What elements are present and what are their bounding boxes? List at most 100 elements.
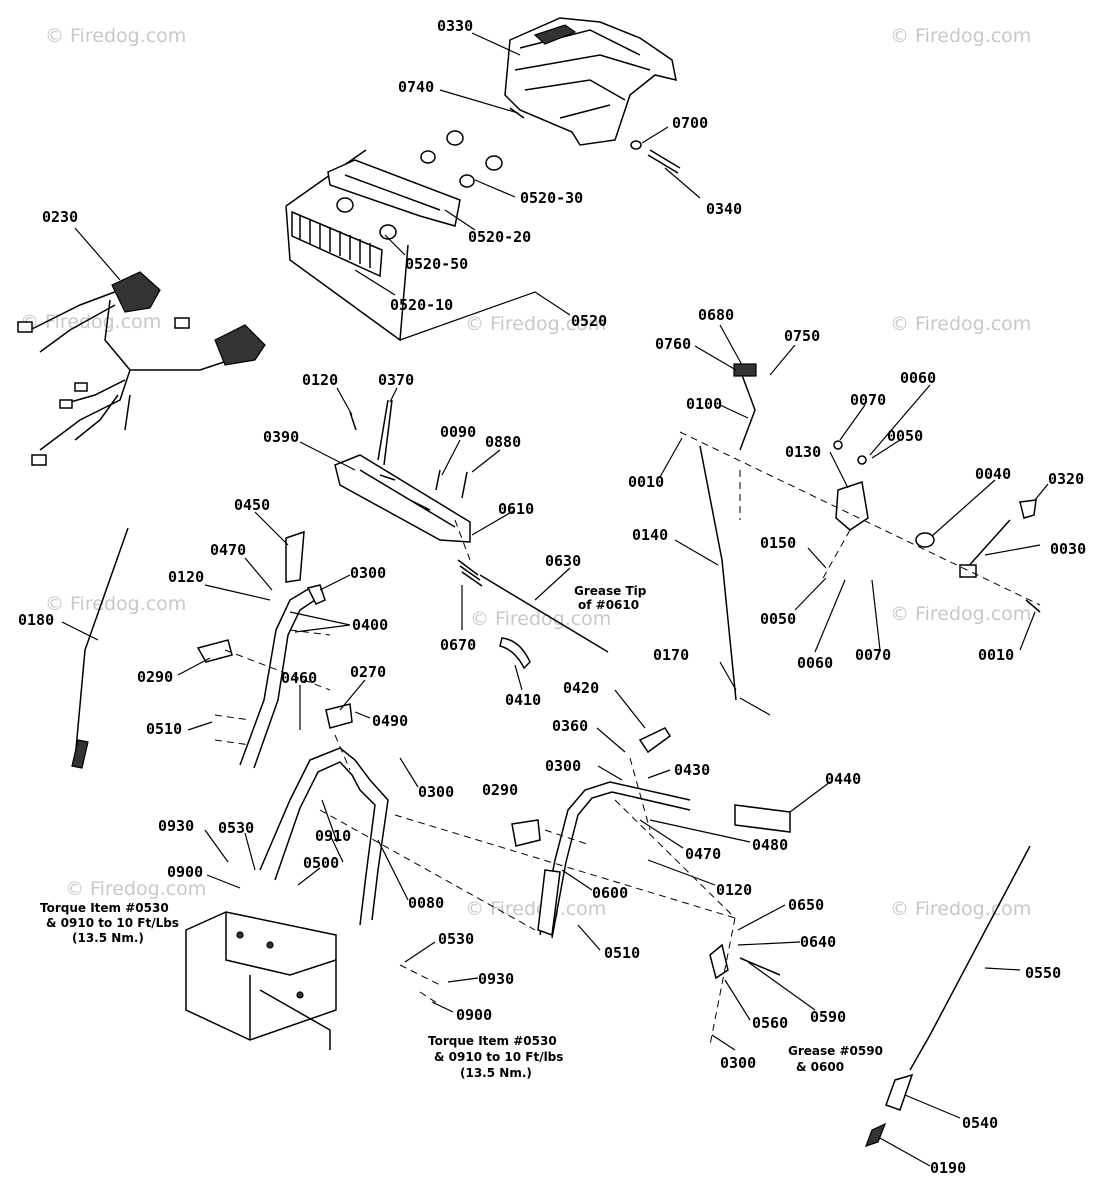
part-label: 0170 bbox=[653, 646, 689, 664]
part-label: 0320 bbox=[1048, 470, 1084, 488]
watermark: © Firedog.com bbox=[890, 313, 1031, 335]
watermark: © Firedog.com bbox=[65, 878, 206, 900]
watermark: © Firedog.com bbox=[890, 603, 1031, 625]
part-label: 0900 bbox=[456, 1006, 492, 1024]
part-label: 0930 bbox=[478, 970, 514, 988]
watermark: © Firedog.com bbox=[45, 25, 186, 47]
part-label: 0090 bbox=[440, 423, 476, 441]
torque-note-bottom: Torque Item #0530 bbox=[428, 1034, 557, 1048]
part-label: 0120 bbox=[716, 881, 752, 899]
part-label: 0050 bbox=[887, 427, 923, 445]
part-label: 0300 bbox=[720, 1054, 756, 1072]
part-label: 0470 bbox=[210, 541, 246, 559]
watermarks: © Firedog.com © Firedog.com © Firedog.co… bbox=[20, 25, 1031, 920]
torque-note-left: Torque Item #0530 bbox=[40, 901, 169, 915]
part-label: 0760 bbox=[655, 335, 691, 353]
part-label: 0510 bbox=[146, 720, 182, 738]
part-label: 0300 bbox=[418, 783, 454, 801]
part-label: 0900 bbox=[167, 863, 203, 881]
grease-note-0590: & 0600 bbox=[796, 1060, 844, 1074]
part-label: 0080 bbox=[408, 894, 444, 912]
watermark: © Firedog.com bbox=[890, 898, 1031, 920]
watermark: © Firedog.com bbox=[890, 25, 1031, 47]
part-label: 0540 bbox=[962, 1114, 998, 1132]
part-label: 0650 bbox=[788, 896, 824, 914]
part-label: 0880 bbox=[485, 433, 521, 451]
torque-note-left: (13.5 Nm.) bbox=[72, 931, 144, 945]
assembly-lines bbox=[214, 431, 1041, 1046]
part-label: 0440 bbox=[825, 770, 861, 788]
part-label: 0500 bbox=[303, 854, 339, 872]
watermark: © Firedog.com bbox=[470, 608, 611, 630]
watermark: © Firedog.com bbox=[20, 311, 161, 333]
part-label: 0290 bbox=[482, 781, 518, 799]
watermark: © Firedog.com bbox=[465, 313, 606, 335]
part-label: 0140 bbox=[632, 526, 668, 544]
part-label: 0450 bbox=[234, 496, 270, 514]
part-label: 0330 bbox=[437, 17, 473, 35]
part-label: 0100 bbox=[686, 395, 722, 413]
part-label: 0410 bbox=[505, 691, 541, 709]
part-label: 0400 bbox=[352, 616, 388, 634]
part-label: 0530 bbox=[218, 819, 254, 837]
part-label: 0030 bbox=[1050, 540, 1086, 558]
part-label: 0060 bbox=[900, 369, 936, 387]
part-label: 0130 bbox=[785, 443, 821, 461]
part-label: 0740 bbox=[398, 78, 434, 96]
part-label: 0590 bbox=[810, 1008, 846, 1026]
part-label: 0050 bbox=[760, 610, 796, 628]
part-label: 0520-10 bbox=[390, 296, 453, 314]
torque-note-left: & 0910 to 10 Ft/Lbs bbox=[46, 916, 179, 930]
part-label: 0530 bbox=[438, 930, 474, 948]
part-label: 0630 bbox=[545, 552, 581, 570]
part-label: 0190 bbox=[930, 1159, 966, 1177]
part-label: 0480 bbox=[752, 836, 788, 854]
part-label: 0640 bbox=[800, 933, 836, 951]
part-label: 0010 bbox=[978, 646, 1014, 664]
part-label: 0040 bbox=[975, 465, 1011, 483]
part-label: 0520 bbox=[571, 312, 607, 330]
grease-note-0610: Grease Tip bbox=[574, 584, 647, 598]
part-labels: 0330 0740 0700 0340 0520-30 0520-20 0520… bbox=[18, 17, 1086, 1177]
part-label: 0430 bbox=[674, 761, 710, 779]
watermark: © Firedog.com bbox=[465, 898, 606, 920]
part-label: 0550 bbox=[1025, 964, 1061, 982]
part-label: 0560 bbox=[752, 1014, 788, 1032]
part-label: 0150 bbox=[760, 534, 796, 552]
part-label: 0370 bbox=[378, 371, 414, 389]
part-label: 0520-30 bbox=[520, 189, 583, 207]
grease-note-0590: Grease #0590 bbox=[788, 1044, 883, 1058]
part-label: 0300 bbox=[350, 564, 386, 582]
part-label: 0070 bbox=[855, 646, 891, 664]
part-label: 0290 bbox=[137, 668, 173, 686]
part-label: 0010 bbox=[628, 473, 664, 491]
part-label: 0930 bbox=[158, 817, 194, 835]
leader-lines bbox=[61, 32, 1049, 1167]
torque-note-bottom: & 0910 to 10 Ft/lbs bbox=[434, 1050, 563, 1064]
part-label: 0230 bbox=[42, 208, 78, 226]
part-label: 0120 bbox=[302, 371, 338, 389]
part-label: 0300 bbox=[545, 757, 581, 775]
part-label: 0750 bbox=[784, 327, 820, 345]
part-label: 0680 bbox=[698, 306, 734, 324]
part-label: 0340 bbox=[706, 200, 742, 218]
torque-note-bottom: (13.5 Nm.) bbox=[460, 1066, 532, 1080]
part-label: 0910 bbox=[315, 827, 351, 845]
annotation-notes: Grease Tip of #0610 Torque Item #0530 & … bbox=[40, 584, 883, 1080]
part-label: 0120 bbox=[168, 568, 204, 586]
grease-note-0610: of #0610 bbox=[578, 598, 639, 612]
part-label: 0610 bbox=[498, 500, 534, 518]
part-label: 0270 bbox=[350, 663, 386, 681]
part-label: 0180 bbox=[18, 611, 54, 629]
part-label: 0520-50 bbox=[405, 255, 468, 273]
part-label: 0070 bbox=[850, 391, 886, 409]
part-label: 0700 bbox=[672, 114, 708, 132]
part-label: 0490 bbox=[372, 712, 408, 730]
part-label: 0520-20 bbox=[468, 228, 531, 246]
part-label: 0470 bbox=[685, 845, 721, 863]
part-label: 0670 bbox=[440, 636, 476, 654]
part-label: 0060 bbox=[797, 654, 833, 672]
watermark: © Firedog.com bbox=[45, 593, 186, 615]
part-label: 0360 bbox=[552, 717, 588, 735]
